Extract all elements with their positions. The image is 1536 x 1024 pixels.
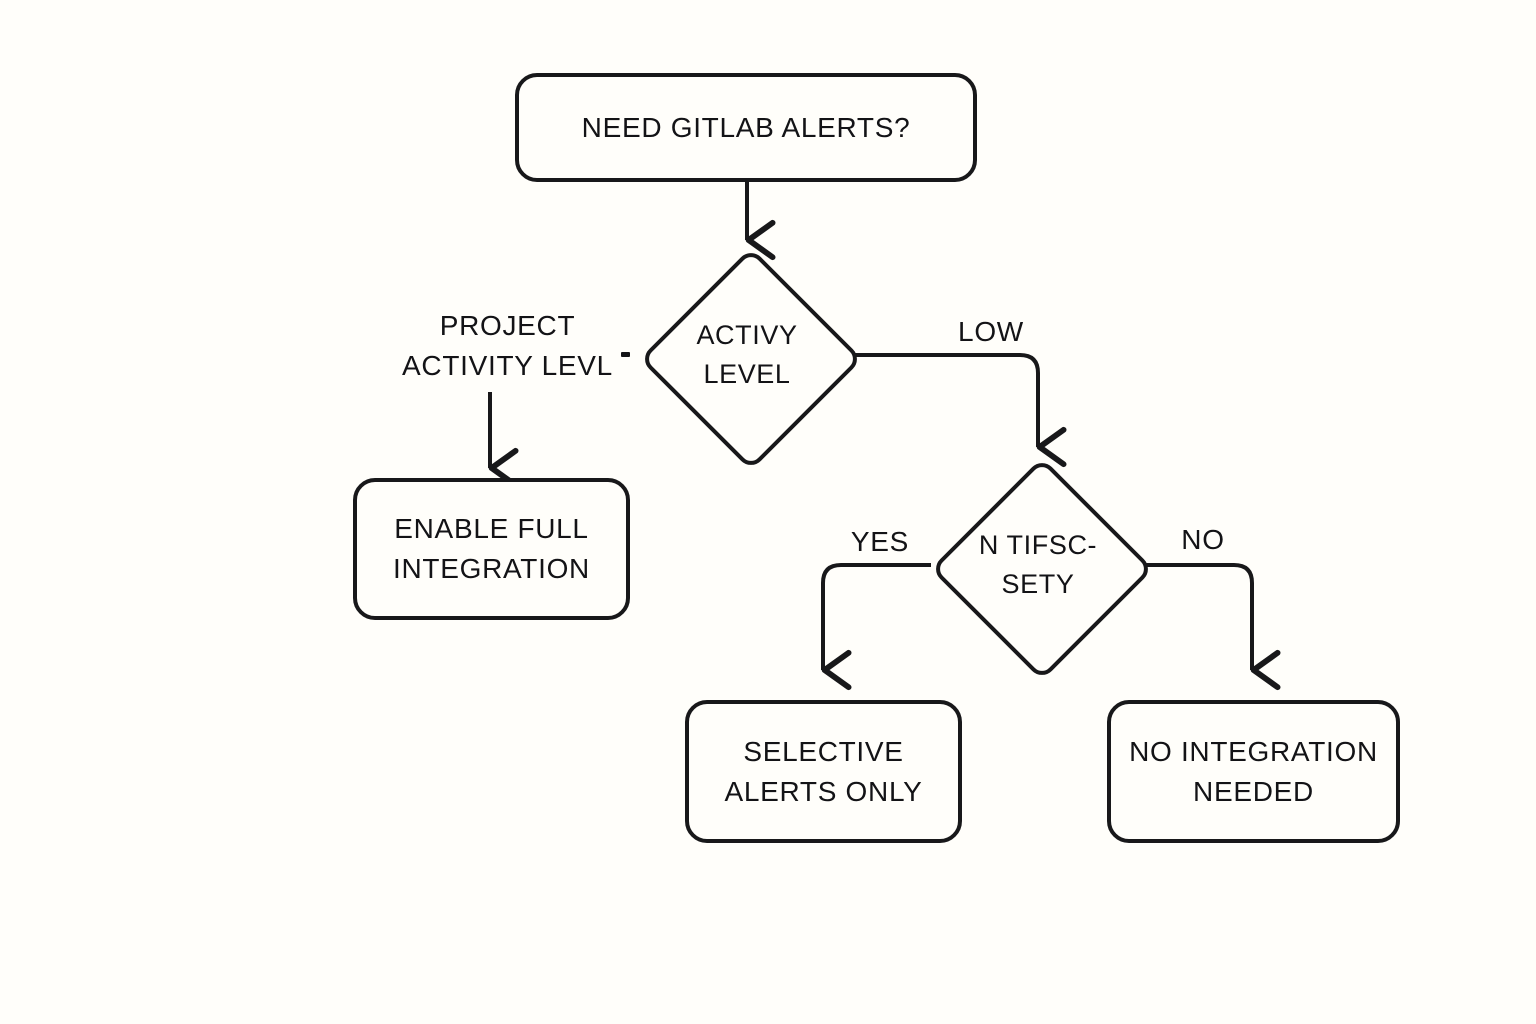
node-label: ENABLE FULL INTEGRATION	[393, 513, 590, 584]
edge-label-low: LOW	[958, 316, 1024, 347]
node-selective-alerts-only[interactable]: SELECTIVE ALERTS ONLY	[685, 700, 962, 843]
decision-activity-level[interactable]: ACTIVY LEVEL	[639, 247, 863, 471]
edge-label-project-activity-level: PROJECT ACTIVITY LEVL	[402, 310, 613, 381]
edge-notify-to-none	[1145, 563, 1281, 691]
decision-notification-safety[interactable]: N TIFSC- SETY	[930, 457, 1154, 681]
node-label: SELECTIVE ALERTS ONLY	[724, 735, 923, 807]
node-enable-full-integration[interactable]: ENABLE FULL INTEGRATION	[353, 478, 630, 620]
node-no-integration-needed[interactable]: NO INTEGRATION NEEDED	[1107, 700, 1400, 843]
node-label: ACTIVY LEVEL	[696, 319, 798, 389]
node-label: NEED GITLAB ALERTS?	[581, 111, 911, 143]
node-label: N TIFSC- SETY	[978, 529, 1098, 599]
edge-notify-to-selective	[821, 563, 931, 691]
edge-label-yes: YES	[850, 526, 910, 557]
edge-label-no: NO	[1181, 524, 1225, 555]
stray-tick-mark	[621, 352, 630, 357]
node-label: NO INTEGRATION NEEDED	[1129, 735, 1378, 807]
node-need-gitlab-alerts[interactable]: NEED GITLAB ALERTS?	[515, 73, 977, 182]
edge-activity-to-notify	[855, 353, 1067, 468]
